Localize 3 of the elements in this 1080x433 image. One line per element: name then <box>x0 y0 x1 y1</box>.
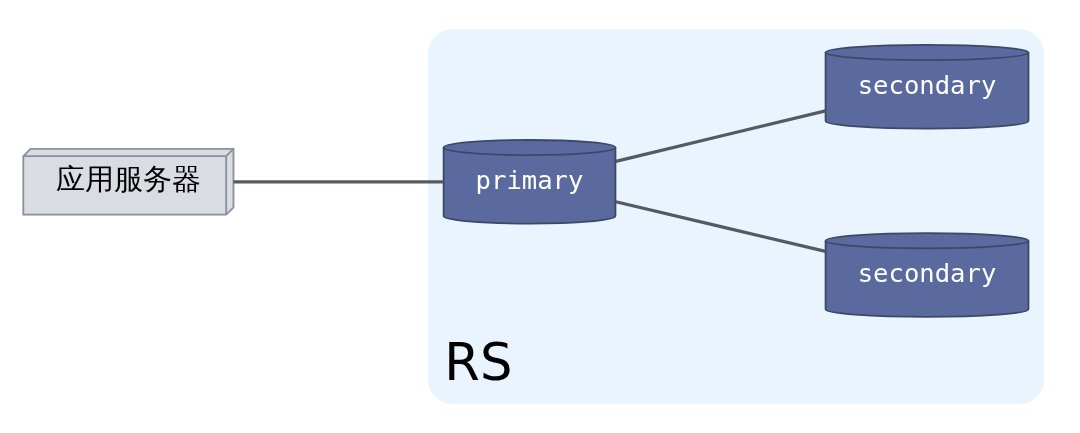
connector <box>614 200 826 253</box>
connector <box>233 180 444 184</box>
connector <box>614 109 826 163</box>
